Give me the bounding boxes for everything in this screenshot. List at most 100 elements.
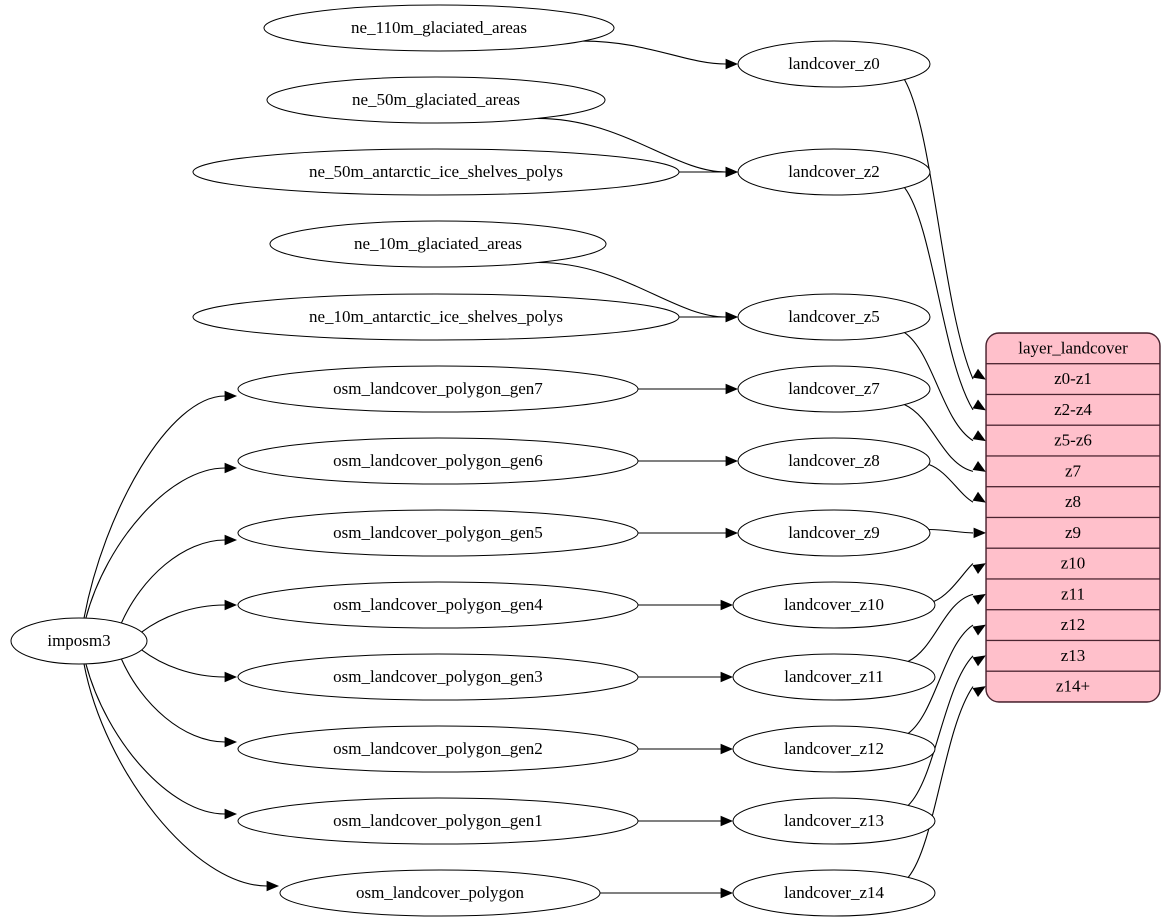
- node-label: landcover_z5: [788, 307, 880, 326]
- node-osm_landcover_polygon_gen7[interactable]: osm_landcover_polygon_gen7: [237, 365, 639, 413]
- edge-imposm3-to-osm_landcover_polygon_gen2: [120, 658, 238, 748]
- arrow-head: [720, 743, 734, 755]
- source-table-ellipse: [192, 148, 680, 196]
- node-imposm3[interactable]: imposm3: [10, 617, 148, 665]
- table-row[interactable]: z0-z1: [986, 363, 1160, 396]
- node-osm_landcover_polygon_gen6[interactable]: osm_landcover_polygon_gen6: [237, 437, 639, 485]
- edge-path: [120, 658, 226, 743]
- table-row[interactable]: z2-z4: [986, 393, 1160, 426]
- edge-path: [928, 528, 974, 534]
- node-osm_landcover_polygon_gen1[interactable]: osm_landcover_polygon_gen1: [237, 797, 639, 845]
- node-ne_50m_glaciated_areas[interactable]: ne_50m_glaciated_areas: [266, 76, 606, 124]
- node-label: landcover_z7: [788, 379, 880, 398]
- edge-landcover_z10-to-row-z10: [933, 563, 986, 603]
- arrow-head: [972, 430, 986, 442]
- edge-path: [933, 563, 974, 603]
- edge-path: [904, 332, 974, 442]
- node-landcover_z7[interactable]: landcover_z7: [737, 365, 931, 413]
- table-row-cell: [986, 424, 1160, 457]
- edge-imposm3-to-osm_landcover_polygon_gen4: [141, 599, 238, 633]
- edge-imposm3-to-osm_landcover_polygon_gen3: [141, 649, 238, 683]
- edge-path: [83, 663, 268, 887]
- table-row-label: z2-z4: [1054, 400, 1092, 419]
- node-landcover_z9[interactable]: landcover_z9: [737, 509, 931, 557]
- node-landcover_z12[interactable]: landcover_z12: [732, 725, 936, 773]
- edge-path: [538, 261, 727, 318]
- edge-osm_landcover_polygon_gen1-to-landcover_z13: [638, 815, 734, 827]
- table-row[interactable]: z7: [986, 455, 1160, 488]
- edge-landcover_z9-to-row-z9: [928, 527, 987, 539]
- edge-ne_10m_antarctic_ice_shelves_polys-to-landcover_z5: [679, 311, 739, 323]
- layer-node-ellipse: [732, 653, 936, 701]
- node-landcover_z0[interactable]: landcover_z0: [737, 40, 931, 88]
- node-label: osm_landcover_polygon_gen1: [333, 811, 543, 830]
- edge-path: [904, 187, 974, 411]
- edge-ne_50m_antarctic_ice_shelves_polys-to-landcover_z2: [678, 166, 739, 178]
- arrow-head: [725, 166, 739, 178]
- node-label: osm_landcover_polygon_gen6: [333, 451, 543, 470]
- node-landcover_z8[interactable]: landcover_z8: [737, 437, 931, 485]
- source-table-ellipse: [237, 509, 639, 557]
- node-landcover_z10[interactable]: landcover_z10: [732, 581, 936, 629]
- table-title: layer_landcover: [1018, 338, 1128, 357]
- node-ne_10m_antarctic_ice_shelves_polys[interactable]: ne_10m_antarctic_ice_shelves_polys: [192, 293, 680, 341]
- layer-node-ellipse: [732, 869, 936, 917]
- table-row-label: z7: [1065, 461, 1082, 480]
- layer-node-ellipse: [737, 293, 931, 341]
- node-landcover_z13[interactable]: landcover_z13: [732, 797, 936, 845]
- table-row[interactable]: z10: [986, 547, 1160, 580]
- edge-osm_landcover_polygon_gen3-to-landcover_z11: [638, 671, 734, 683]
- edges-layer: [83, 40, 987, 899]
- edge-landcover_z13-to-row-z13: [907, 655, 986, 806]
- edge-path: [904, 404, 974, 472]
- table-row-label: z8: [1065, 492, 1081, 511]
- node-ne_10m_glaciated_areas[interactable]: ne_10m_glaciated_areas: [269, 220, 607, 268]
- table-row[interactable]: z14+: [986, 670, 1160, 702]
- node-landcover_z14[interactable]: landcover_z14: [732, 869, 936, 917]
- node-osm_landcover_polygon_gen2[interactable]: osm_landcover_polygon_gen2: [237, 725, 639, 773]
- arrow-head: [972, 399, 986, 411]
- edge-ne_110m_glaciated_areas-to-landcover_z0: [582, 40, 739, 70]
- source-table-ellipse: [237, 365, 639, 413]
- node-osm_landcover_polygon_gen3[interactable]: osm_landcover_polygon_gen3: [237, 653, 639, 701]
- table-row-cell: [986, 670, 1160, 702]
- node-osm_landcover_polygon[interactable]: osm_landcover_polygon: [279, 869, 601, 917]
- arrow-head: [972, 593, 986, 605]
- edge-imposm3-to-osm_landcover_polygon: [83, 663, 280, 892]
- table-row[interactable]: z9: [986, 516, 1160, 549]
- table-row-cell: [986, 639, 1160, 672]
- edge-path: [141, 649, 226, 678]
- arrow-head: [720, 815, 734, 827]
- layer-node-ellipse: [732, 581, 936, 629]
- node-ne_50m_antarctic_ice_shelves_polys[interactable]: ne_50m_antarctic_ice_shelves_polys: [192, 148, 680, 196]
- table-row-cell: [986, 455, 1160, 488]
- arrow-head: [224, 534, 238, 546]
- table-header-row: layer_landcover: [986, 333, 1160, 365]
- edge-landcover_z7-to-row-z7: [904, 404, 986, 472]
- node-landcover_z5[interactable]: landcover_z5: [737, 293, 931, 341]
- table-row-label: z10: [1061, 554, 1086, 573]
- node-ne_110m_glaciated_areas[interactable]: ne_110m_glaciated_areas: [263, 4, 615, 52]
- edge-osm_landcover_polygon_gen5-to-landcover_z9: [638, 527, 739, 539]
- edge-path: [907, 655, 974, 806]
- node-osm_landcover_polygon_gen4[interactable]: osm_landcover_polygon_gen4: [237, 581, 639, 629]
- table-row[interactable]: z13: [986, 639, 1160, 672]
- arrow-head: [972, 624, 986, 636]
- arrow-head: [720, 671, 734, 683]
- edge-landcover_z12-to-row-z12: [907, 624, 986, 734]
- table-row[interactable]: z11: [986, 578, 1160, 611]
- node-landcover_z2[interactable]: landcover_z2: [737, 148, 931, 196]
- edge-imposm3-to-osm_landcover_polygon_gen1: [85, 663, 238, 820]
- arrow-head: [224, 599, 238, 611]
- table-row[interactable]: z12: [986, 609, 1160, 642]
- table-row[interactable]: z8: [986, 486, 1160, 519]
- layer-node-ellipse: [737, 437, 931, 485]
- layer-landcover-table: layer_landcover z0-z1 z2-z4 z5-z6 z7 z8 z9 z10 z…: [985, 332, 1161, 703]
- edge-path: [904, 79, 974, 380]
- node-landcover_z11[interactable]: landcover_z11: [732, 653, 936, 701]
- arrow-head: [725, 527, 739, 539]
- table-row[interactable]: z5-z6: [986, 424, 1160, 457]
- node-osm_landcover_polygon_gen5[interactable]: osm_landcover_polygon_gen5: [237, 509, 639, 557]
- edge-landcover_z8-to-row-z8: [928, 463, 986, 503]
